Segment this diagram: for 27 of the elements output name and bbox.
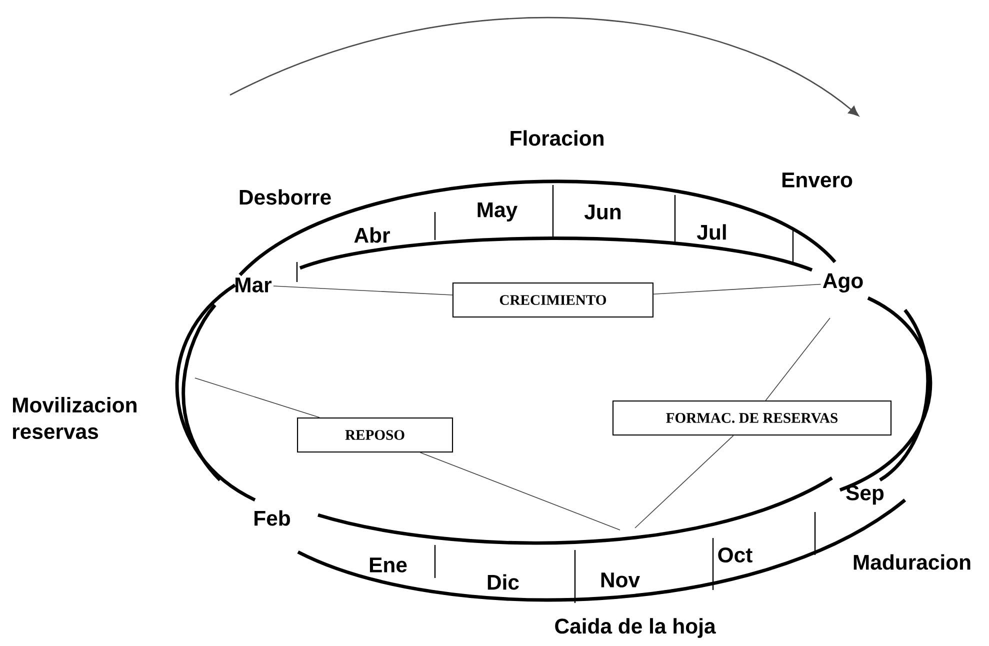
month-label: Abr [354, 227, 390, 243]
month-label: Floracion [510, 130, 604, 146]
month-label: Envero [782, 172, 852, 188]
month-label: Dic [488, 574, 519, 590]
leader-line [273, 286, 453, 296]
leader-line [420, 452, 620, 530]
stage-box: REPOSO [297, 417, 454, 452]
month-label: Feb [254, 510, 290, 526]
leader-line [194, 378, 320, 418]
month-label: Oct [718, 547, 752, 562]
month-label: Ene [370, 558, 407, 572]
month-label: Maduracion [854, 554, 970, 570]
month-label: May [478, 202, 518, 222]
month-label: Sep [846, 485, 884, 505]
stage-box: FORMAC. DE RESERVAS [612, 400, 892, 436]
month-label: Mar [236, 278, 272, 292]
leader-line [765, 318, 830, 401]
month-label: Jul [696, 224, 726, 240]
leader-line [653, 284, 822, 294]
month-label: Nov [601, 572, 640, 588]
month-label: Caida de la hoja [555, 618, 716, 638]
stage-label: Movilizacion reservas [12, 396, 136, 440]
leader-line [634, 435, 734, 528]
month-label: Ago [822, 273, 863, 293]
stage-box: CRECIMIENTO [452, 282, 654, 318]
month-label: Desborre [240, 189, 331, 205]
month-label: Jun [584, 204, 621, 220]
